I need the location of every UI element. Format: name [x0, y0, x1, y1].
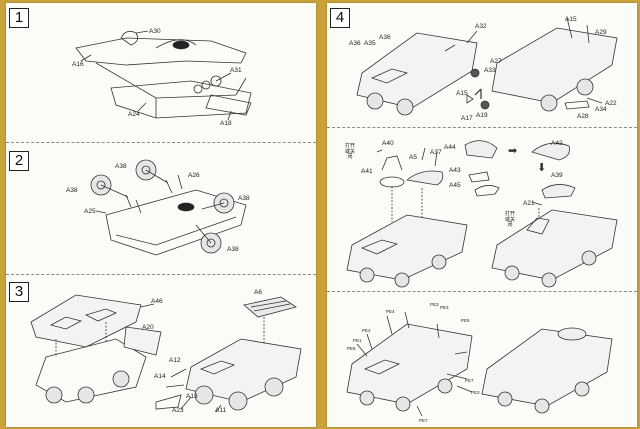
- step-divider: [327, 127, 637, 128]
- step-1-diagram: [75, 30, 252, 121]
- step-6-panel: PE4 PE3 PE3 PE2 PE1 PE6 PE5 PE7 PE7 PE3: [327, 294, 637, 427]
- label-a22: A22: [605, 100, 617, 107]
- label-open-or-close: 打开或关闭: [505, 211, 516, 228]
- label-pe7-b: PE7: [419, 418, 428, 423]
- label-a39: A39: [551, 172, 563, 179]
- label-a11: A11: [215, 407, 227, 414]
- label-pe3-a: PE3: [430, 302, 439, 307]
- label-a17: A17: [461, 115, 473, 122]
- step-1-panel: 1: [6, 3, 316, 141]
- step-2-diagram: [90, 159, 247, 256]
- label-a15-bottom: A15: [456, 90, 468, 97]
- label-a36-b: A36: [379, 34, 391, 41]
- label-pe2: PE2: [362, 328, 371, 333]
- step-divider: [6, 274, 316, 275]
- label-a14: A14: [154, 373, 166, 380]
- label-pe4: PE4: [386, 309, 395, 314]
- label-a41: A41: [361, 168, 373, 175]
- label-a31: A31: [230, 67, 242, 74]
- label-a37: A37: [430, 149, 442, 156]
- label-a38-right: A38: [238, 195, 250, 202]
- label-a36-a: A36: [349, 40, 361, 47]
- label-a28: A28: [577, 113, 589, 120]
- label-a23: A23: [172, 407, 184, 414]
- label-a21: A21: [523, 200, 535, 207]
- label-a44: A44: [444, 144, 456, 151]
- label-pe7-a: PE7: [465, 378, 474, 383]
- step-3-diagram: [30, 294, 302, 413]
- label-a26: A26: [188, 172, 200, 179]
- label-a13: A13: [186, 393, 198, 400]
- arrow-right-icon: ➡: [508, 144, 518, 157]
- label-a27: A27: [490, 58, 502, 65]
- label-pe3-c: PE3: [471, 390, 480, 395]
- label-a40: A40: [382, 140, 394, 147]
- step-5-diagram: [346, 140, 618, 288]
- label-a30: A30: [149, 28, 161, 35]
- label-a46: A46: [151, 298, 163, 305]
- step-number: 2: [9, 151, 29, 171]
- label-pe6: PE6: [347, 346, 356, 351]
- label-a45: A45: [449, 182, 461, 189]
- label-a43: A43: [449, 167, 461, 174]
- label-a25: A25: [84, 208, 96, 215]
- label-a16: A16: [72, 61, 84, 68]
- label-a35: A35: [364, 40, 376, 47]
- step-3-panel: 3: [6, 277, 316, 427]
- label-a5: A5: [409, 154, 417, 161]
- label-a38-top: A38: [115, 163, 127, 170]
- label-a24: A24: [128, 111, 140, 118]
- step-2-panel: 2 A38 A26 A38 A25 A38 A38: [6, 145, 316, 273]
- label-open-or-close: 打开或关闭: [345, 143, 356, 160]
- label-pe5: PE5: [461, 318, 470, 323]
- label-a15-top: A15: [565, 16, 577, 23]
- label-a33: A33: [484, 67, 496, 74]
- label-a32: A32: [475, 23, 487, 30]
- label-a34: A34: [595, 106, 607, 113]
- step-4-panel: 4 A32 A15 A29 A36 A35: [327, 3, 637, 125]
- label-a20: A20: [142, 324, 154, 331]
- label-a38-left: A38: [66, 187, 78, 194]
- left-instruction-page: 1: [6, 3, 316, 427]
- arrow-down-icon: ⬇: [537, 161, 547, 174]
- label-a6: A6: [254, 289, 262, 296]
- step-divider: [327, 291, 637, 292]
- step-5-panel: ➡ ⬇ 打开或关闭 A40 A5 A37 A41 A44 A43 A45 A42…: [327, 130, 637, 288]
- label-a12: A12: [169, 357, 181, 364]
- step-number: 3: [9, 282, 29, 302]
- label-a18: A18: [220, 120, 232, 127]
- label-pe3-b: PE3: [440, 305, 449, 310]
- step-6-diagram: [346, 311, 613, 417]
- step-divider: [6, 142, 316, 143]
- label-a42: A42: [551, 140, 563, 147]
- step-4-diagram: [356, 17, 618, 116]
- right-instruction-page: 4 A32 A15 A29 A36 A35: [327, 3, 637, 427]
- label-a29: A29: [595, 29, 607, 36]
- step-number: 4: [330, 8, 350, 28]
- step-number: 1: [9, 8, 29, 28]
- label-a19: A19: [476, 112, 488, 119]
- label-pe1: PE1: [353, 338, 362, 343]
- label-a38-bottom: A38: [227, 246, 239, 253]
